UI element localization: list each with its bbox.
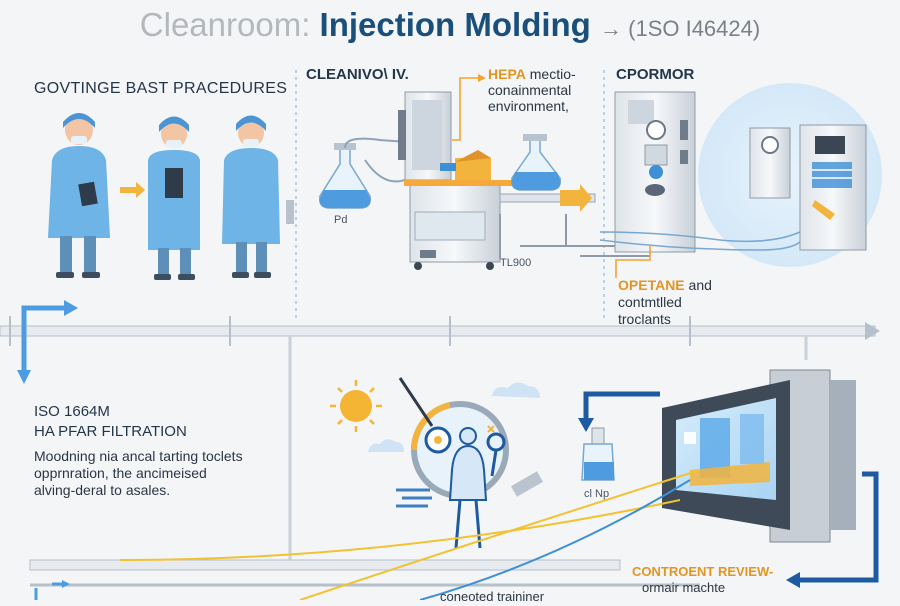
title-suffix: → (1SO I46424)	[600, 16, 761, 41]
hepa-text-line1: mectio-	[529, 66, 576, 82]
cpormor-heading: CPORMOR	[616, 66, 695, 83]
filtration-illustration	[330, 377, 543, 549]
procedures-heading: GOVTINGE BAST PRACEDURES	[34, 80, 288, 97]
title-main: Injection Molding	[319, 6, 591, 43]
opetane-text-line1: and	[688, 277, 712, 293]
molding-machine-illustration	[578, 369, 879, 588]
opetane-text-line3: troclants	[618, 311, 671, 327]
iso-section: ISO 1664M HA PFAR FILTRATION	[34, 402, 187, 442]
iso-body-line3: alving-deral to asales.	[34, 482, 171, 498]
review-line1: CONTROENT REVIEW-	[632, 564, 774, 579]
hepa-text-line2: conainmental	[488, 82, 572, 98]
arrow-left-icon	[786, 572, 800, 588]
bottom-caption: coneoted traininer	[440, 589, 545, 604]
iso-description: Moodning nia ancal tarting toclets opprn…	[34, 448, 243, 499]
arrow-right-icon	[560, 184, 592, 212]
iso-line2: HA PFAR FILTRATION	[34, 423, 187, 440]
cleanroom-heading: CLEANIVO\ IV.	[306, 66, 409, 83]
iso-body-line2: opprnration, the ancimeised	[34, 465, 207, 481]
bottle-icon	[581, 427, 615, 481]
arrow-down-icon	[578, 418, 594, 432]
opetane-text-line2: contmtlled	[618, 294, 682, 310]
control-cabinet-illustration	[599, 83, 882, 278]
flask-label-left: Pd	[334, 214, 348, 226]
operator-figure	[48, 113, 110, 278]
hepa-tag: HEPA	[488, 66, 526, 82]
page-title: Cleanroom: Injection Molding → (1SO I464…	[0, 4, 900, 50]
title-prefix: Cleanroom:	[139, 6, 311, 43]
arrow-down-icon	[17, 370, 31, 384]
hepa-callout: HEPA mectio- conainmental environment,	[488, 66, 576, 114]
hepa-text-line3: environment,	[488, 98, 569, 114]
operator-figure	[148, 116, 200, 280]
opetane-callout: OPETANE and contmtlled troclants	[618, 277, 712, 328]
iso-body-line1: Moodning nia ancal tarting toclets	[34, 448, 243, 464]
review-callout: CONTROENT REVIEW- ormair machte	[632, 564, 773, 596]
review-line2: ormair machte	[642, 580, 726, 595]
machine-label: TL900	[500, 257, 532, 269]
arrow-right-icon	[64, 300, 78, 316]
operator-figure	[222, 115, 294, 278]
gowned-operators-illustration	[48, 113, 294, 280]
opetane-tag: OPETANE	[618, 277, 685, 293]
flask-label-right: cl Np	[584, 488, 610, 500]
process-rail	[0, 300, 880, 560]
iso-line1: ISO 1664M	[34, 403, 110, 420]
bottom-pipelines	[29, 469, 701, 600]
arrow-right-icon	[120, 182, 145, 198]
injection-machine-illustration	[318, 74, 650, 270]
